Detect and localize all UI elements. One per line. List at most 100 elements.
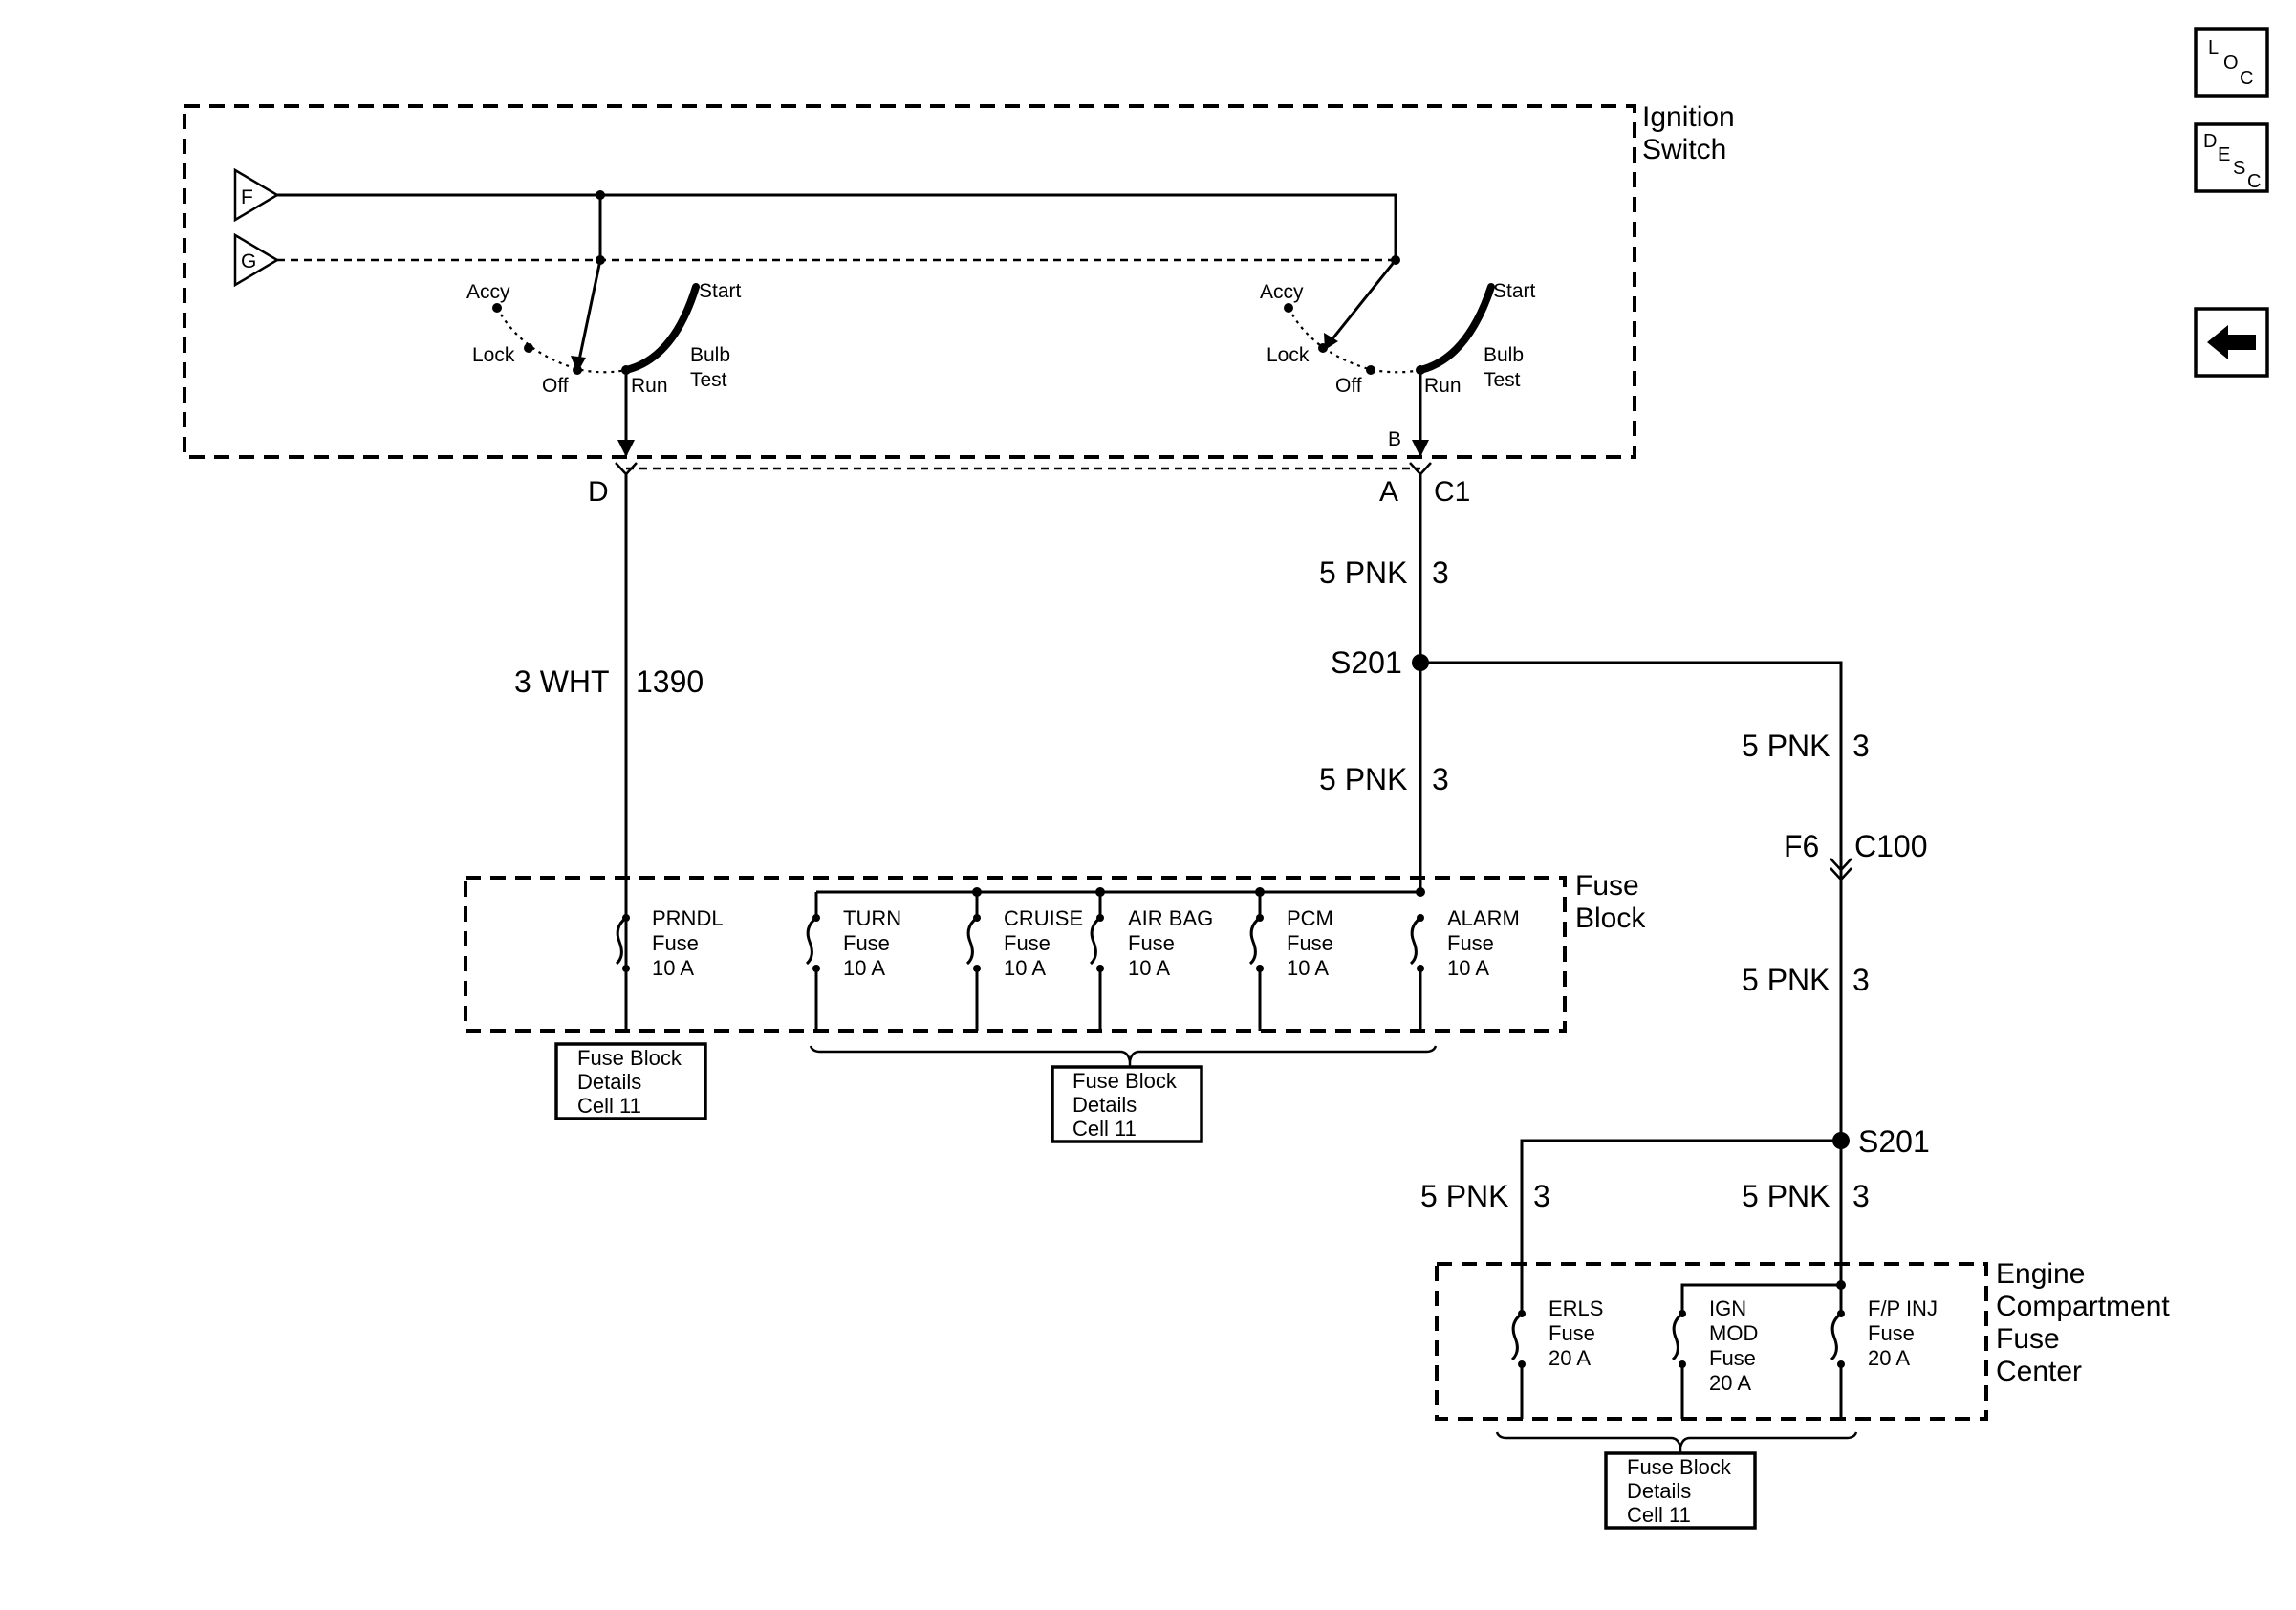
- fuse-erls-type: Fuse: [1549, 1321, 1595, 1345]
- switch-right: Accy Lock Off Run Start Bulb Test B: [1260, 259, 1536, 457]
- pin-d-label: D: [588, 476, 609, 508]
- ref-fuse-block-line-1: Fuse Block: [1072, 1069, 1178, 1093]
- bus-f: [277, 193, 1397, 260]
- fuse-terminal: [1096, 914, 1104, 922]
- engine-fuse-center-title-2: Compartment: [1996, 1291, 2170, 1322]
- fuse-terminal: [1679, 1310, 1686, 1317]
- fuse-airbag-name: AIR BAG: [1128, 906, 1213, 930]
- wire-pnk-upper-circuit: 3: [1432, 555, 1449, 590]
- back-button[interactable]: [2194, 307, 2269, 378]
- pos-test-left: Test: [690, 369, 727, 391]
- wire-pnk-fpinj-circuit: 3: [1852, 1179, 1870, 1213]
- junction-dot: [1416, 887, 1425, 897]
- pin-f6-label: F6: [1784, 829, 1819, 863]
- fuse-block-outline: [464, 876, 1567, 1033]
- ref-box-engine-frame: [1604, 1451, 1757, 1530]
- fuse-terminal: [622, 914, 630, 922]
- pos-off-left: Off: [542, 375, 569, 397]
- loc-letter-2: O: [2223, 53, 2239, 74]
- ref-fuse-block-line-2: Details: [1072, 1093, 1137, 1117]
- arrow-icon: [1324, 333, 1338, 350]
- fuse-terminal: [1837, 1360, 1845, 1368]
- fuse-fpinj-rating: 20 A: [1868, 1346, 1910, 1370]
- position-dot: [573, 365, 582, 375]
- wire-pnk-lower-circuit: 3: [1432, 762, 1449, 796]
- ignition-switch-title-1: Ignition: [1642, 101, 1735, 133]
- ignition-switch: Ignition Switch F G Accy Lock Off Run S: [183, 101, 1735, 459]
- wire-wht-circuit: 1390: [636, 664, 704, 699]
- fuse-alarm-rating: 10 A: [1447, 956, 1489, 980]
- pos-test-right: Test: [1484, 369, 1521, 391]
- input-flag-g: [233, 232, 280, 288]
- switch-contact-left: [575, 259, 602, 370]
- fuse-block-brace: [809, 1045, 1438, 1062]
- fuse-terminal: [973, 914, 981, 922]
- input-g-label: G: [241, 250, 256, 272]
- engine-fuse-brace: [1495, 1431, 1858, 1448]
- fuse-terminal: [973, 965, 981, 972]
- wire-pnk-right-a-label: 5 PNK: [1742, 729, 1830, 763]
- desc-button[interactable]: D E S C: [2194, 122, 2269, 193]
- pos-accy-left: Accy: [466, 281, 510, 303]
- fuse-block-title-2: Block: [1575, 903, 1646, 934]
- engine-fuse-center-outline: [1435, 1262, 1988, 1421]
- connector-chevron-f6: [1830, 858, 1852, 872]
- fuse-prndl-element: [615, 916, 627, 966]
- junction-dot: [972, 887, 982, 897]
- arrow-left-icon: [2207, 325, 2256, 359]
- fuse-terminal: [1256, 965, 1264, 972]
- wire-pnk-right-b-label: 5 PNK: [1742, 963, 1830, 997]
- fuse-turn-type: Fuse: [843, 931, 890, 955]
- ref-box-prndl-frame: [554, 1042, 707, 1120]
- ignition-switch-outline: [183, 104, 1636, 459]
- fuse-airbag-type: Fuse: [1128, 931, 1175, 955]
- switch-arc-left: [496, 307, 627, 374]
- connector-c1-label: C1: [1434, 476, 1470, 508]
- connector-c100: F6 C100: [1784, 829, 1928, 881]
- fuse-erls-name: ERLS: [1549, 1296, 1603, 1320]
- position-dot: [1318, 343, 1328, 353]
- fuse-fpinj-type: Fuse: [1868, 1321, 1915, 1345]
- fuse-airbag-rating: 10 A: [1128, 956, 1170, 980]
- splice-s201-upper-label: S201: [1331, 645, 1402, 680]
- ignition-switch-title-2: Switch: [1642, 134, 1726, 165]
- engine-fuse-center-title-3: Fuse: [1996, 1323, 2060, 1355]
- fuse-ignmod-element: [1671, 1312, 1683, 1361]
- fuse-erls-rating: 20 A: [1549, 1346, 1591, 1370]
- ref-box-prndl[interactable]: Fuse Block Details Cell 11: [554, 1042, 707, 1120]
- switch-start-arc-left: [622, 283, 700, 374]
- arrow-icon: [571, 356, 586, 373]
- fuse-cruise-rating: 10 A: [1004, 956, 1046, 980]
- fuse-block-title-1: Fuse: [1575, 870, 1639, 902]
- loc-letter-3: C: [2240, 68, 2253, 89]
- connector-c100-label: C100: [1854, 829, 1928, 863]
- fuse-terminal: [1096, 965, 1104, 972]
- pos-lock-left: Lock: [472, 344, 515, 366]
- pos-run-right: Run: [1424, 375, 1462, 397]
- fuse-terminal: [1417, 914, 1424, 922]
- fuse-terminal: [1679, 1360, 1686, 1368]
- ref-box-engine[interactable]: Fuse Block Details Cell 11: [1604, 1451, 1757, 1530]
- switch-contact-right: [1325, 259, 1397, 347]
- desc-letter-2: E: [2218, 144, 2230, 165]
- fuse-cruise-name: CRUISE: [1004, 906, 1083, 930]
- fuse-turn-name: TURN: [843, 906, 901, 930]
- pin-a-label: A: [1379, 476, 1398, 508]
- pos-start-left: Start: [699, 280, 742, 302]
- fuse-alarm-element: [1409, 916, 1421, 966]
- terminal-b-label: B: [1388, 428, 1401, 450]
- fuse-alarm-type: Fuse: [1447, 931, 1494, 955]
- loc-button[interactable]: L O C: [2194, 27, 2269, 98]
- desc-letter-1: D: [2203, 131, 2217, 152]
- ref-box-fuse-block-frame: [1051, 1065, 1203, 1143]
- arrow-icon: [1412, 440, 1429, 457]
- switch-left: Accy Lock Off Run Start Bulb Test: [466, 259, 742, 457]
- input-f-label: F: [241, 186, 253, 208]
- ref-box-fuse-block[interactable]: Fuse Block Details Cell 11: [1051, 1065, 1203, 1143]
- fuse-cruise-type: Fuse: [1004, 931, 1051, 955]
- arrow-icon: [617, 440, 635, 457]
- engine-fuse-bus: [1680, 1283, 1841, 1314]
- wire-pnk-lower-label: 5 PNK: [1319, 762, 1407, 796]
- fuse-fpinj-name: F/P INJ: [1868, 1296, 1938, 1320]
